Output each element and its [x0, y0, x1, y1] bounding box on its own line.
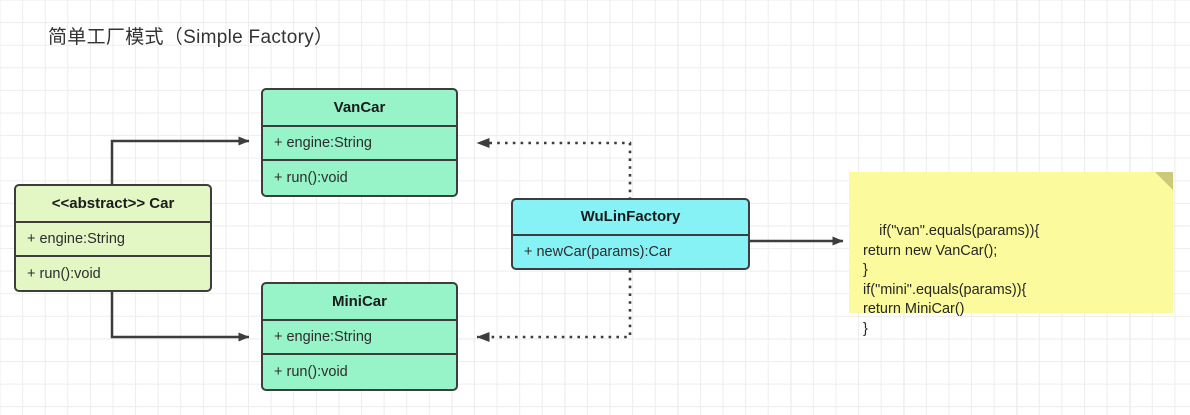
class-method-minicar-run: + run():void: [263, 353, 456, 389]
edge-car-to-vancar: [110, 136, 250, 184]
class-method-car-run: + run():void: [16, 255, 210, 290]
edge-factory-to-vancar: [476, 138, 632, 200]
class-name-car: <<abstract>> Car: [51, 194, 175, 212]
edge-factory-to-minicar: [476, 270, 632, 342]
page-title: 简单工厂模式（Simple Factory）: [48, 27, 334, 48]
class-method-wulinfactory-newcar: + newCar(params):Car: [513, 233, 748, 268]
edge-car-to-minicar: [110, 291, 250, 342]
note-fold-corner-icon: [1155, 172, 1173, 190]
class-attribute-vancar-engine: + engine:String: [263, 124, 456, 160]
note-box-factory-code[interactable]: if("van".equals(params)){ return new Van…: [849, 172, 1173, 337]
class-name-vancar: VanCar: [333, 98, 386, 116]
class-method-vancar-run: + run():void: [263, 159, 456, 195]
class-name-wulinfactory: WuLinFactory: [580, 208, 681, 226]
class-box-wulinfactory[interactable]: WuLinFactory + newCar(params):Car: [511, 198, 750, 270]
class-attribute-minicar-engine: + engine:String: [263, 318, 456, 354]
note-code-text: if("van".equals(params)){ return new Van…: [863, 223, 1040, 337]
class-box-minicar[interactable]: MiniCar + engine:String + run():void: [261, 282, 458, 391]
class-box-vancar[interactable]: VanCar + engine:String + run():void: [261, 88, 458, 197]
class-attribute-car-engine: + engine:String: [16, 220, 210, 256]
class-name-minicar: MiniCar: [331, 292, 387, 310]
class-box-car[interactable]: <<abstract>> Car + engine:String + run()…: [14, 184, 212, 292]
